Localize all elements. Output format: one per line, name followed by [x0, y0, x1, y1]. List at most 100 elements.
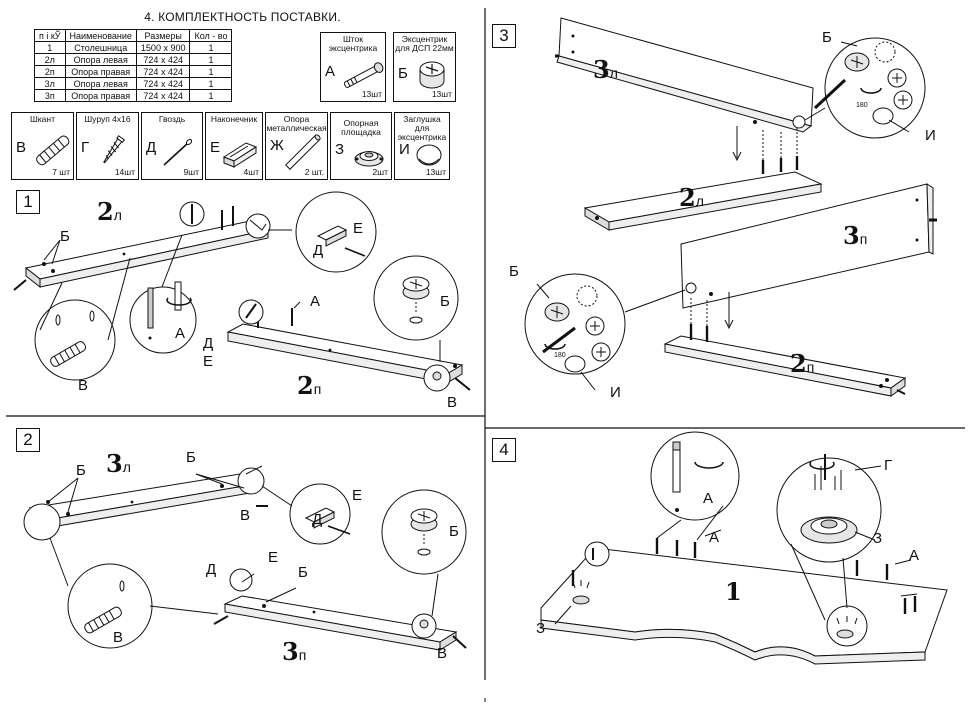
label-a: А [709, 529, 720, 546]
table-cell: 1 [189, 41, 233, 54]
panel-tag-2p: 2п [297, 374, 321, 401]
nail-icon [163, 139, 193, 166]
panel-tag-2l: 2л [679, 186, 704, 213]
table-cell: Опора правая [64, 65, 137, 78]
label-d: Д [206, 561, 217, 578]
panel-tag-3p: 3п [843, 224, 867, 251]
label-i: И [925, 127, 936, 144]
part-card-v: Шкант В 7 шт [11, 112, 74, 180]
part-letter: Г [81, 139, 90, 156]
label-i: И [610, 384, 621, 401]
part-qty: 13шт [431, 89, 452, 99]
step-number-2: 2 [16, 428, 40, 452]
label-a: А [909, 547, 920, 564]
panel-tag-number: 3 [593, 55, 610, 84]
panel-tag-suffix: л [113, 207, 122, 223]
part-letter: Д [146, 139, 157, 156]
part-name: Наконечник [210, 114, 258, 124]
table-cell: 3л [34, 77, 66, 90]
part-card-b: Эксцентрик для ДСП 22мм Б 13шт [393, 32, 456, 102]
panel-tag-suffix: л [695, 193, 704, 209]
table-cell: 2л [34, 53, 66, 66]
label-g: Г [884, 457, 893, 474]
label-v: В [78, 377, 89, 394]
part-card-i: Заглушка для эксцентрика И 13шт [394, 112, 450, 180]
table-row: 3п Опора правая 724 x 424 1 [34, 89, 233, 102]
eccentric-cam-icon [419, 61, 445, 89]
panel-tag-suffix: п [313, 381, 322, 397]
part-qty: 2шт [372, 167, 388, 177]
part-letter: Е [210, 139, 221, 156]
panel-tag-2p: 2п [790, 352, 814, 379]
part-qty: 13шт [361, 89, 382, 99]
dowel-icon [36, 135, 70, 166]
col-header: Наименование [64, 29, 137, 42]
table-cell: 724 x 424 [135, 65, 191, 78]
panel-tag-suffix: л [122, 459, 131, 475]
metal-support-icon [285, 134, 321, 170]
panel-tag-2l: 2л [97, 200, 122, 227]
panel-tag-number: 2 [97, 197, 114, 226]
part-qty: 14шт [114, 167, 135, 177]
col-header: Кол - во [189, 29, 233, 42]
rotation-angle: 180 [856, 102, 868, 109]
label-b: Б [509, 263, 519, 280]
part-card-zh: Опора металлическая Ж 2 шт. [265, 112, 328, 180]
step-2-illustration [23, 465, 467, 651]
table-cell: Опора левая [64, 77, 137, 90]
table-row: 2п Опора правая 724 x 424 1 [34, 65, 233, 78]
label-b: Б [76, 462, 86, 479]
label-d: Д [312, 511, 323, 528]
table-cell: 1500 x 900 [135, 41, 191, 54]
table-row: 3л Опора левая 724 x 424 1 [34, 77, 233, 90]
part-name: Гвоздь [158, 114, 186, 124]
part-letter: А [325, 63, 336, 80]
end-cap-icon [222, 142, 258, 168]
panel-tag-number: 2 [297, 371, 314, 400]
label-e: Е [203, 353, 214, 370]
part-name: Шток эксцентрика [328, 34, 378, 53]
label-v: В [447, 394, 458, 411]
panel-tag-suffix: л [609, 65, 618, 81]
panel-tag-number: 3 [843, 221, 860, 250]
label-z: З [536, 620, 546, 637]
part-qty: 7 шт [52, 167, 70, 177]
step-number-4: 4 [492, 438, 516, 462]
table-row: 2л Опора левая 724 x 424 1 [34, 53, 233, 66]
spec-table: п і кЎ Наименование Размеры Кол - во 1 С… [34, 29, 233, 102]
part-name: Опорная площадка [341, 118, 381, 137]
table-row: 1 Столешница 1500 x 900 1 [34, 41, 233, 54]
support-pad-icon [354, 151, 384, 167]
label-e: Е [353, 220, 364, 237]
screw-icon [103, 135, 126, 164]
label-e: Е [352, 487, 363, 504]
step-number-1: 1 [16, 190, 40, 214]
table-cell: 1 [189, 89, 233, 102]
label-z: З [873, 530, 883, 547]
part-letter: Б [398, 65, 408, 82]
table-header-row: п і кЎ Наименование Размеры Кол - во [34, 29, 233, 42]
panel-tag-1: 1 [725, 580, 742, 604]
table-cell: 724 x 424 [135, 89, 191, 102]
label-a: А [175, 325, 186, 342]
part-qty: 2 шт. [304, 167, 324, 177]
table-cell: 1 [34, 41, 66, 54]
label-b: Б [449, 523, 459, 540]
step-1-illustration [13, 191, 471, 392]
table-cell: 724 x 424 [135, 77, 191, 90]
table-cell: 2п [34, 65, 66, 78]
table-cell: 1 [189, 77, 233, 90]
part-letter: В [16, 139, 27, 156]
panel-tag-3l: 3л [106, 452, 131, 479]
step-4-illustration [540, 431, 948, 665]
label-b: Б [298, 564, 308, 581]
part-name: Шкант [29, 114, 55, 124]
label-a: А [310, 293, 321, 310]
table-cell: Опора левая [64, 53, 137, 66]
panel-tag-number: 3 [106, 449, 123, 478]
part-name: Опора металлическая [266, 114, 327, 133]
part-card-a: Шток эксцентрика А 13шт [320, 32, 386, 102]
table-cell: Опора правая [64, 89, 137, 102]
